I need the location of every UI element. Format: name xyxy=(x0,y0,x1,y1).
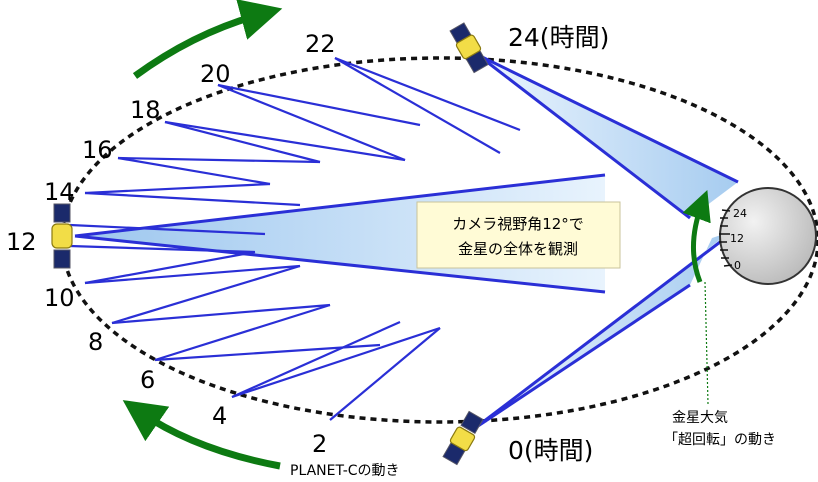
hour-label-18: 18 xyxy=(130,96,161,124)
cone-end xyxy=(478,55,738,218)
orbit-direction-arrow-bottom xyxy=(122,400,281,470)
hour-label-4: 4 xyxy=(212,402,227,430)
time-label-start: 0(時間) xyxy=(508,436,593,465)
observation-cones xyxy=(75,55,738,428)
hour-label-16: 16 xyxy=(82,136,113,164)
dial-ticks xyxy=(719,209,733,267)
dial-mark-24: 24 xyxy=(733,207,747,220)
spacecraft-icon-left xyxy=(51,203,73,269)
atmosphere-leader xyxy=(704,281,709,405)
hour-label-14: 14 xyxy=(44,178,75,206)
dial-mark-0: 0 xyxy=(734,259,741,272)
hour-label-2: 2 xyxy=(312,430,327,458)
hour-label-22: 22 xyxy=(305,30,336,58)
dial-mark-12: 12 xyxy=(730,232,744,245)
spacecraft-motion-label: PLANET-Cの動き xyxy=(290,463,400,479)
observation-rays xyxy=(69,53,739,430)
hour-label-12: 12 xyxy=(6,228,37,256)
hour-label-8: 8 xyxy=(88,328,103,356)
venus-planet: 24 12 0 xyxy=(719,187,817,285)
orbit-hour-labels: 2 4 6 8 10 12 14 16 18 20 22 xyxy=(6,30,336,458)
hour-label-20: 20 xyxy=(200,60,231,88)
camera-note-line2: 金星の全体を観測 xyxy=(458,240,578,258)
atmosphere-rotation-arrow xyxy=(682,189,711,283)
spacecraft-icon-top xyxy=(449,22,489,74)
hour-label-10: 10 xyxy=(44,284,75,312)
hour-label-6: 6 xyxy=(140,366,155,394)
spacecraft-icon-bottom xyxy=(442,410,484,466)
atmosphere-label-line2: 「超回転」の動き xyxy=(664,432,776,448)
time-label-end: 24(時間) xyxy=(508,23,609,52)
camera-note-line1: カメラ視野角12°で xyxy=(452,215,584,233)
atmosphere-label-line1: 金星大気 xyxy=(672,410,728,426)
camera-note-box: カメラ視野角12°で 金星の全体を観測 xyxy=(416,201,621,269)
orbit-direction-arrow-top xyxy=(132,0,283,79)
